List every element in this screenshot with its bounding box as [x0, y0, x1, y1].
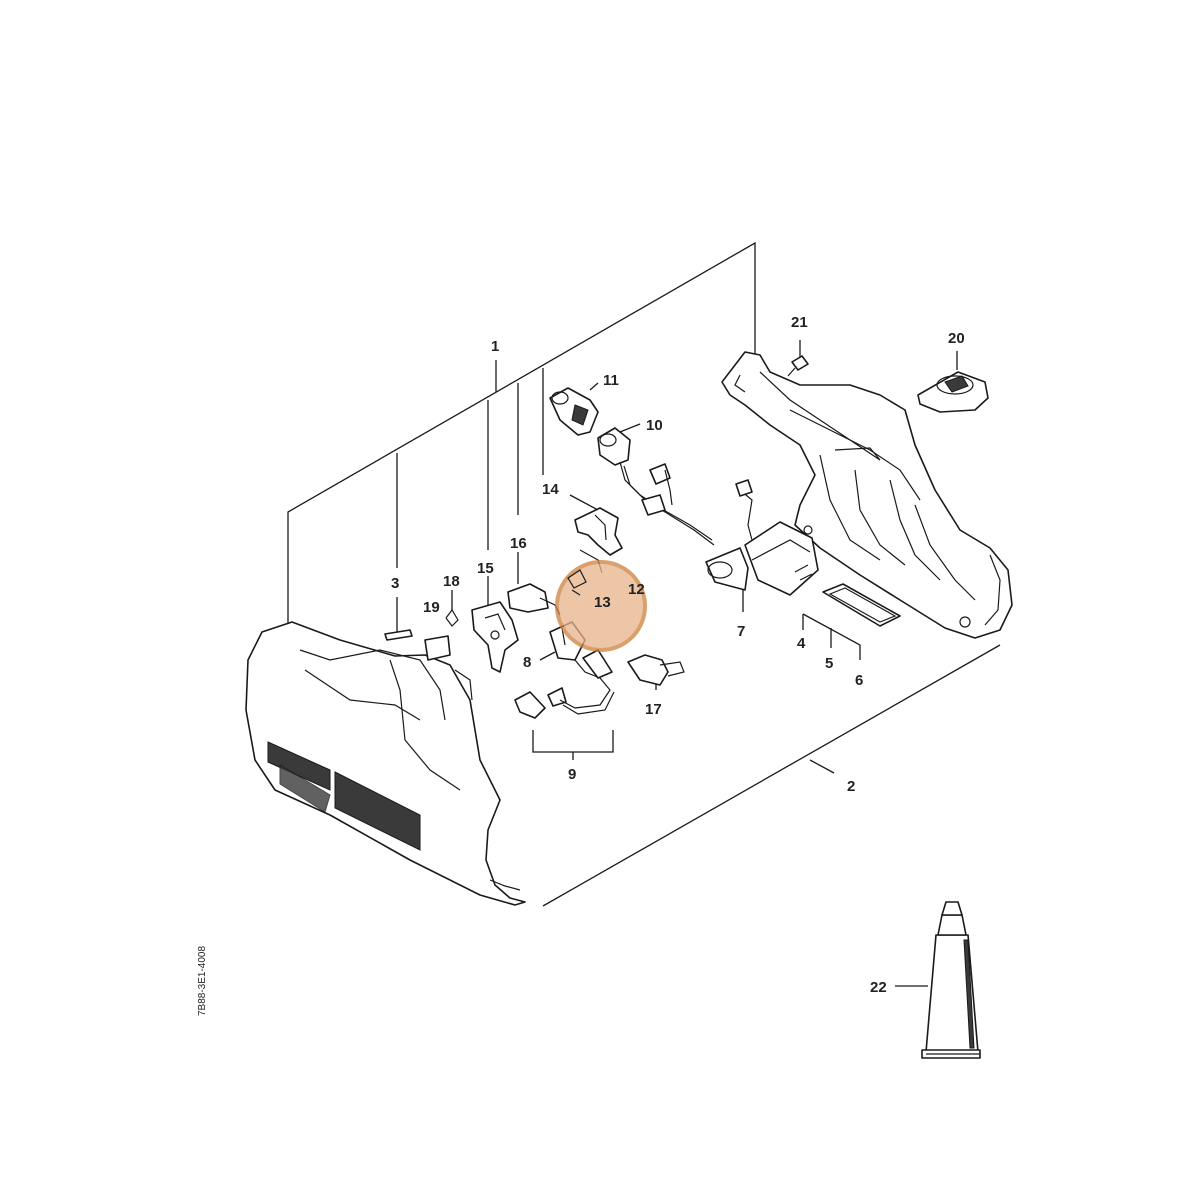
- part-4-5-6-label-sheet: [822, 583, 901, 627]
- label-1: 1: [491, 338, 499, 355]
- label-4: 4: [797, 635, 806, 652]
- part-9-cable-assembly: [514, 649, 615, 719]
- label-15: 15: [477, 560, 494, 577]
- housing-right-shell: [721, 351, 1013, 639]
- part-19-plate: [424, 635, 451, 661]
- part-3-clip: [384, 629, 413, 641]
- label-14: 14: [542, 481, 559, 498]
- part-10-connector: [597, 427, 631, 466]
- label-3: 3: [391, 575, 399, 592]
- label-2: 2: [847, 778, 855, 795]
- leader-lines: [396, 340, 958, 987]
- highlight-circle-part-13: [555, 560, 647, 652]
- label-5: 5: [825, 655, 833, 672]
- housing-left-shell: [245, 621, 526, 906]
- label-20: 20: [948, 330, 965, 347]
- label-19: 19: [423, 599, 440, 616]
- callout-labels: 1 2 3 4 5 6 7 8 9 10 11 12 13 14 15 16 1…: [391, 314, 965, 996]
- label-16: 16: [510, 535, 527, 552]
- label-11: 11: [603, 372, 619, 389]
- wiring-harness: [619, 461, 753, 546]
- label-21: 21: [791, 314, 808, 331]
- part-15-switch-lever: [471, 601, 519, 673]
- label-22: 22: [870, 979, 887, 996]
- part-18-spring: [445, 608, 459, 627]
- label-7: 7: [737, 623, 745, 640]
- label-10: 10: [646, 417, 663, 434]
- part-11-connector-housing: [549, 387, 599, 436]
- part-22-grease-tube: [921, 901, 981, 1059]
- part-17-trigger: [627, 654, 685, 686]
- label-9: 9: [568, 766, 576, 783]
- part-21-screw: [787, 355, 809, 377]
- label-17: 17: [645, 701, 662, 718]
- label-8: 8: [523, 654, 531, 671]
- document-id: 7B88-3E1-4008: [197, 945, 208, 1016]
- part-20-cap: [917, 371, 989, 413]
- part-14-bracket: [574, 507, 623, 556]
- part-16-switch: [507, 583, 561, 616]
- label-13: 13: [594, 594, 611, 611]
- part-7-electronic-module: [705, 521, 819, 596]
- label-6: 6: [855, 672, 863, 689]
- label-12: 12: [628, 581, 645, 598]
- label-18: 18: [443, 573, 460, 590]
- part-13-spring-pin: [567, 569, 587, 596]
